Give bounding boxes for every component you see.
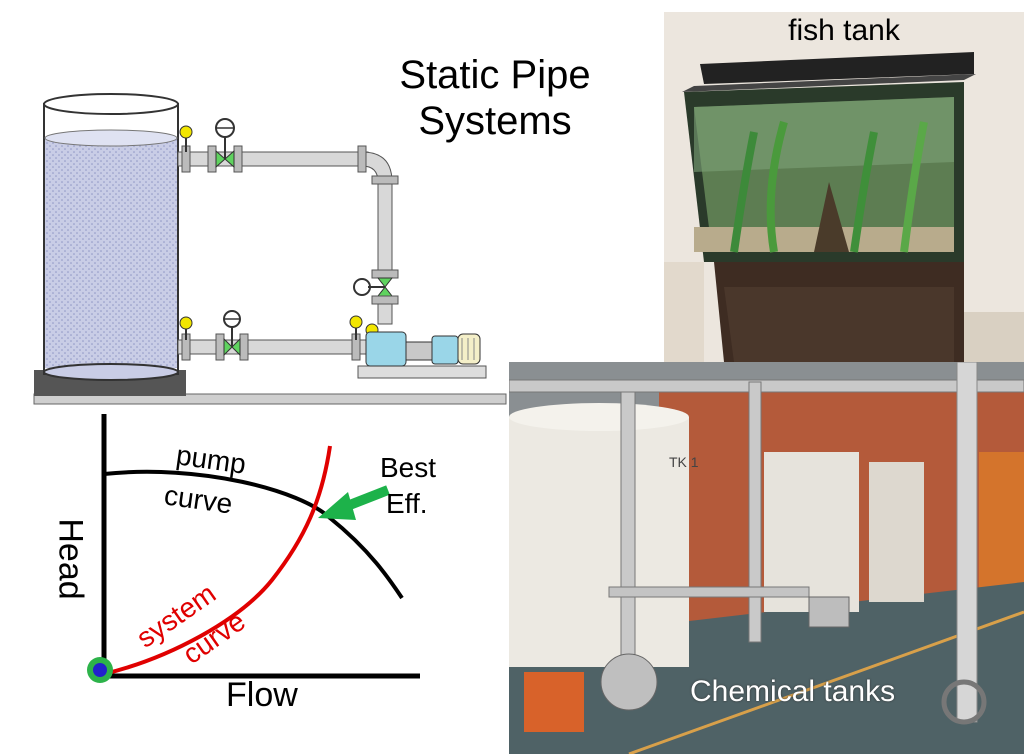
lower-gauge-2	[349, 315, 363, 329]
y-axis-label-text: Head	[51, 518, 90, 600]
best-efficiency-arrow	[318, 485, 390, 520]
lower-pipe	[177, 333, 369, 361]
svg-text:TK 1: TK 1	[669, 454, 699, 470]
x-axis-label: Flow	[226, 676, 298, 714]
upper-gauge	[179, 125, 193, 139]
ground-slab	[33, 393, 507, 405]
slide-title: Static Pipe Systems	[360, 52, 630, 144]
head-flow-graph	[87, 414, 420, 683]
title-line-1: Static Pipe	[399, 53, 591, 97]
system-curve	[103, 445, 332, 676]
best-eff-label-1: Best	[380, 452, 437, 483]
origin-dot	[93, 663, 107, 677]
vertical-valve	[353, 277, 399, 325]
fish-tank-photo	[664, 12, 1024, 362]
pump-curve	[103, 469, 404, 600]
upper-valve	[207, 118, 243, 173]
fish-tank-label: fish tank	[788, 14, 900, 47]
pipe-system-diagram	[33, 93, 507, 405]
storage-tank	[43, 93, 179, 381]
pump	[357, 331, 487, 379]
chemical-tanks-photo: TK 1	[509, 362, 1024, 754]
best-eff-label-2: Eff.	[386, 488, 428, 519]
lower-gauge-1	[179, 316, 193, 330]
chemical-tanks-label: Chemical tanks	[690, 675, 896, 708]
lower-valve	[215, 310, 249, 361]
y-axis-label: Head	[52, 504, 108, 599]
title-line-2: Systems	[418, 99, 572, 143]
